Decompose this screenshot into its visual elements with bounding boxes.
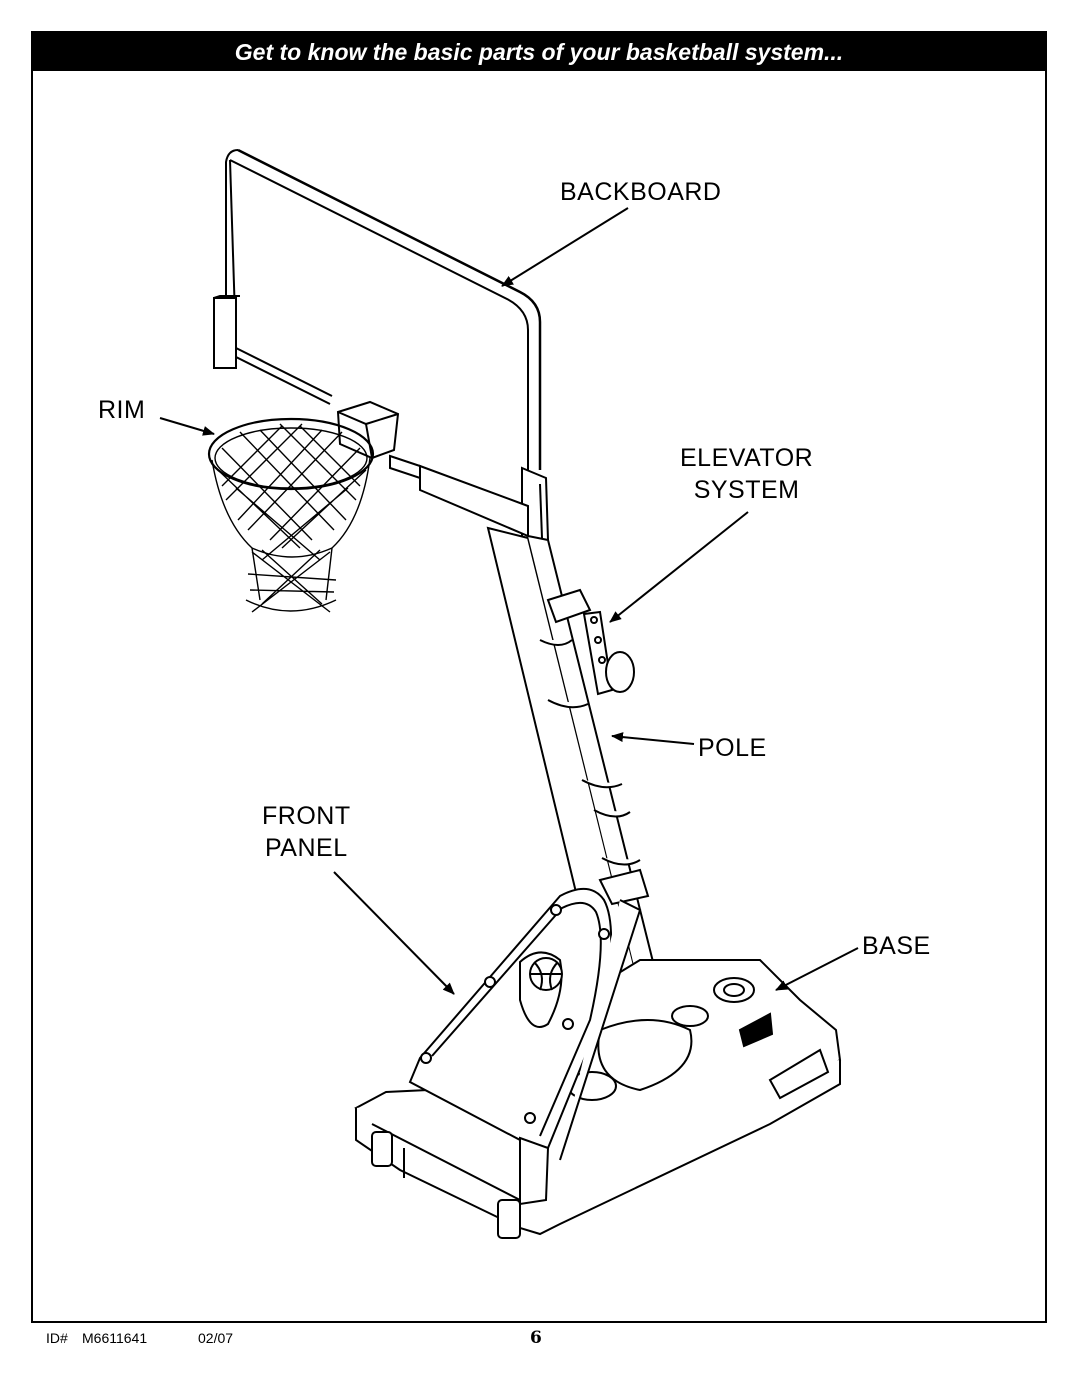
elevator-system-label: ELEVATOR SYSTEM (680, 442, 813, 506)
rim-arrow (159, 417, 215, 436)
rim-and-net-drawing (207, 417, 375, 613)
backboard-arrow (501, 207, 629, 287)
pole-label: POLE (698, 734, 767, 762)
page-title: Get to know the basic parts of your bask… (234, 38, 844, 65)
front-panel-label-line1: FRONT (262, 802, 351, 830)
elevator-label-line1: ELEVATOR (680, 444, 814, 472)
front-panel-drawing (408, 868, 650, 1206)
page-title-banner: Get to know the basic parts of your bask… (33, 33, 1045, 71)
footer-date: 02/07 (198, 1330, 234, 1346)
base-label: BASE (862, 932, 931, 960)
elevator-label-line2: SYSTEM (693, 476, 800, 504)
backboard-drawing (213, 148, 550, 550)
footer-id-label: ID# (46, 1330, 68, 1346)
footer-model-number: M6611641 (82, 1330, 148, 1346)
page-number: 6 (530, 1328, 542, 1348)
base-arrow (775, 947, 859, 991)
front-panel-arrow (333, 871, 455, 995)
elevator-arrow (609, 511, 749, 623)
rim-label: RIM (98, 396, 146, 424)
pole-arrow (611, 732, 695, 745)
backboard-label: BACKBOARD (560, 178, 722, 206)
page-frame (31, 31, 1047, 1323)
front-panel-label-line2: PANEL (264, 834, 348, 862)
callout-arrows (159, 207, 859, 995)
front-panel-label: FRONT PANEL (262, 800, 351, 864)
